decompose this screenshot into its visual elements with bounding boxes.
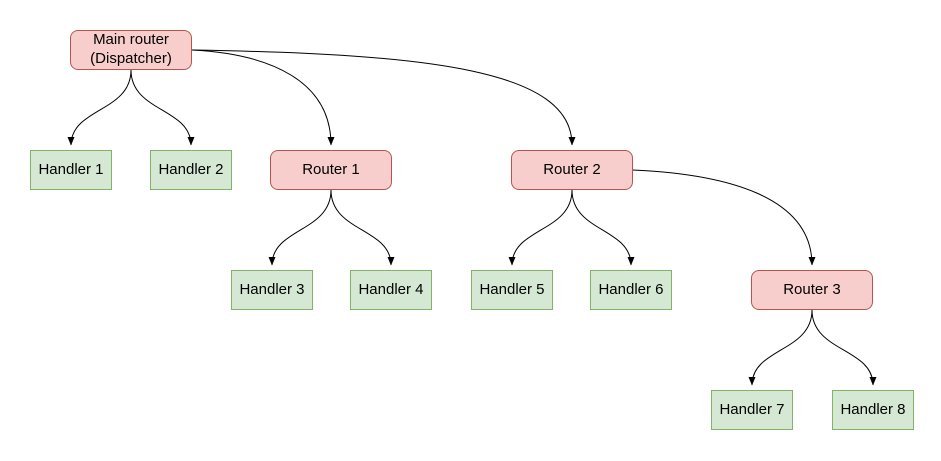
node-router-1: Router 1 [270, 150, 392, 190]
edge-router2-to-handler6 [571, 189, 635, 266]
node-handler-4: Handler 4 [350, 270, 432, 310]
edge-main-to-router1 [191, 49, 335, 146]
node-main-router: Main router (Dispatcher) [70, 30, 192, 70]
node-router-1-label: Router 1 [302, 160, 360, 178]
node-handler-8: Handler 8 [832, 390, 914, 430]
node-handler-7: Handler 7 [711, 390, 793, 430]
node-handler-6-label: Handler 6 [598, 280, 664, 298]
node-handler-2: Handler 2 [150, 150, 232, 190]
node-handler-4-label: Handler 4 [358, 280, 424, 298]
node-router-3: Router 3 [751, 270, 873, 310]
edge-router3-to-handler8 [811, 309, 877, 386]
node-handler-6: Handler 6 [590, 270, 672, 310]
node-handler-5-label: Handler 5 [479, 280, 545, 298]
node-handler-8-label: Handler 8 [840, 400, 906, 418]
node-router-3-label: Router 3 [783, 280, 841, 298]
edge-main-to-handler2 [130, 69, 195, 146]
edge-router2-to-router3 [632, 169, 816, 266]
edge-main-to-handler1 [67, 69, 132, 146]
node-handler-1: Handler 1 [30, 150, 112, 190]
edge-router3-to-handler7 [748, 309, 813, 386]
node-handler-3-label: Handler 3 [239, 280, 305, 298]
node-handler-3: Handler 3 [231, 270, 313, 310]
edge-main-to-router2 [191, 49, 576, 146]
edge-router1-to-handler4 [330, 189, 395, 266]
node-handler-2-label: Handler 2 [158, 160, 224, 178]
node-router-2: Router 2 [511, 150, 633, 190]
edge-router2-to-handler5 [508, 189, 573, 266]
edge-router1-to-handler3 [268, 189, 332, 266]
node-router-2-label: Router 2 [543, 160, 601, 178]
node-handler-5: Handler 5 [471, 270, 553, 310]
node-main-router-label: Main router (Dispatcher) [90, 31, 172, 67]
node-handler-1-label: Handler 1 [38, 160, 104, 178]
node-handler-7-label: Handler 7 [719, 400, 785, 418]
